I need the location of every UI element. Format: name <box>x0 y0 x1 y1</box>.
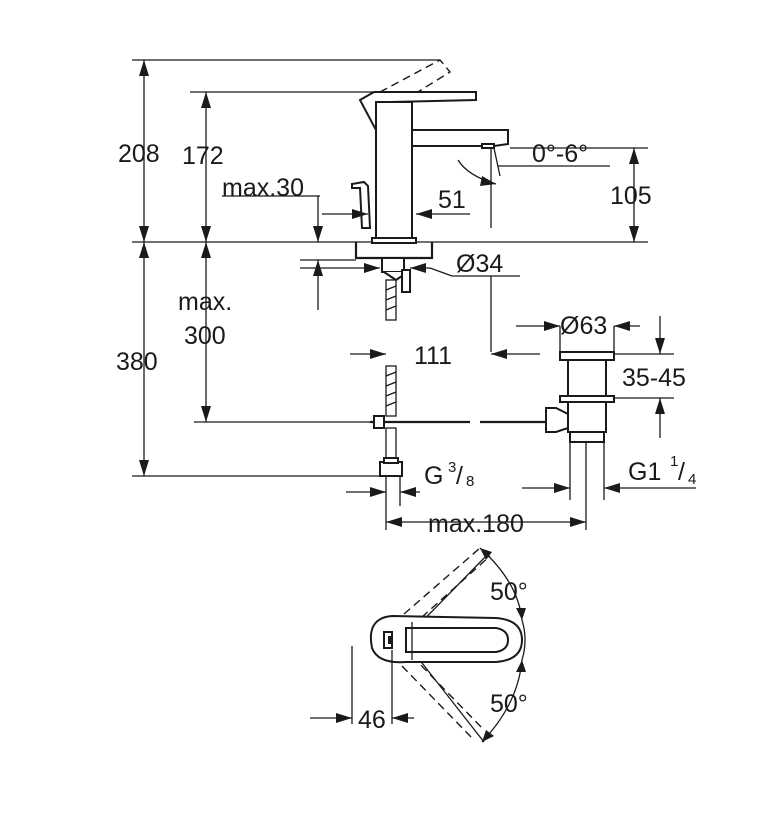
label-hole-diameter: Ø34 <box>456 250 503 278</box>
label-waste-diameter: Ø63 <box>560 312 607 340</box>
hose-texture <box>385 285 397 407</box>
fixing-nut <box>381 257 405 273</box>
label-connection-thread: G 3 / 8 <box>424 459 474 490</box>
label-spout-reach: 51 <box>438 186 466 214</box>
lever-swing-right-outline <box>401 655 485 741</box>
faucet-base <box>371 237 417 244</box>
waste-tail <box>567 401 607 433</box>
faucet-side-view <box>132 59 648 477</box>
label-max-distance: max.180 <box>428 510 524 538</box>
label-spout-angle: 0°-6° <box>532 140 588 168</box>
popup-rod <box>351 180 372 229</box>
waste-body <box>567 359 607 397</box>
hose-bottom <box>385 427 397 459</box>
connector-collar <box>383 457 399 464</box>
label-hose-max: max. <box>178 288 232 316</box>
stud-end <box>401 269 411 293</box>
connection-prefix: G <box>424 462 443 490</box>
label-waste-offset: 111 <box>414 342 452 370</box>
waste-outlet <box>569 431 605 443</box>
spout <box>411 129 509 147</box>
svg-text:/: / <box>678 458 685 486</box>
label-waste-thread: G1 1 / 4 <box>628 453 696 488</box>
dimension-lines <box>132 60 696 530</box>
hose-lower <box>385 365 397 417</box>
waste-flange <box>559 351 615 361</box>
waste-thread-denominator: 4 <box>688 471 696 488</box>
plan-spout <box>405 627 510 653</box>
label-plan-offset: 46 <box>358 706 386 734</box>
waste-linkage-nut <box>545 407 569 433</box>
label-deck-thickness: max.30 <box>222 174 304 202</box>
label-total-height: 208 <box>118 140 160 168</box>
svg-text:/: / <box>456 462 463 490</box>
label-outlet-height: 105 <box>610 182 652 210</box>
aerator <box>481 143 495 149</box>
label-lever-angle-top: 50° <box>490 578 528 606</box>
connection-numerator: 3 <box>448 459 456 476</box>
linkage-clip <box>373 415 385 429</box>
plan-lever-marker <box>388 636 392 644</box>
label-hose-length: 300 <box>184 322 226 350</box>
lever-swing-left-outline <box>403 547 491 627</box>
waste-thread-prefix: G1 <box>628 458 661 486</box>
lever-raised-outline <box>379 59 452 109</box>
waste-assembly <box>370 351 615 443</box>
label-under-deck: 380 <box>116 348 158 376</box>
connection-denominator: 8 <box>466 473 474 490</box>
dimension-labels: 208 172 max.30 51 0°-6° 105 Ø34 max. 300… <box>116 140 696 734</box>
label-spout-height: 172 <box>182 142 224 170</box>
faucet-plan-view <box>310 547 526 743</box>
label-waste-range: 35-45 <box>622 364 686 392</box>
waste-thread-numerator: 1 <box>670 453 678 470</box>
hose-connector <box>379 461 403 477</box>
faucet-body <box>375 101 413 241</box>
mounting-bracket <box>354 242 434 260</box>
label-lever-angle-bottom: 50° <box>490 690 528 718</box>
